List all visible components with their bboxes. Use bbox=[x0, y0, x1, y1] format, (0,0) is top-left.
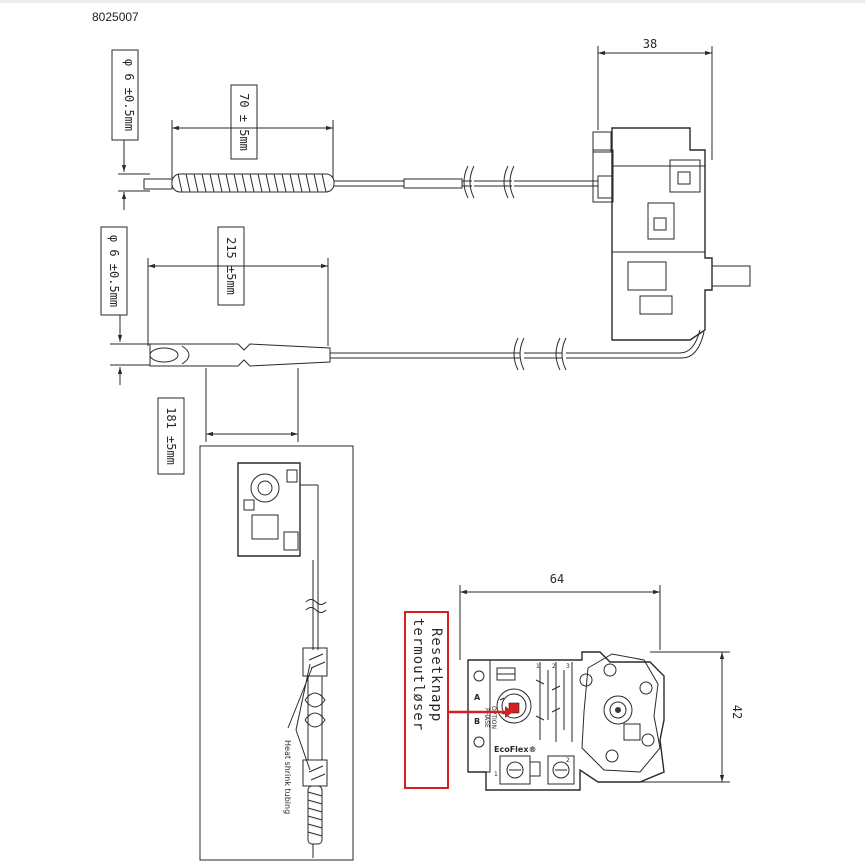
dim-label-probe-diameter: φ 6 ±0.5mm bbox=[107, 235, 121, 307]
svg-text:42: 42 bbox=[730, 705, 744, 719]
inset-label: Heat shrink tubing bbox=[283, 740, 292, 814]
inset-detail: Heat shrink tubing bbox=[199, 445, 354, 861]
svg-text:70 ± 5mm: 70 ± 5mm bbox=[237, 93, 251, 151]
dim-label-height: 42 bbox=[730, 705, 744, 719]
svg-text:φ 6 ±0.5mm: φ 6 ±0.5mm bbox=[107, 235, 121, 307]
svg-text:Heat shrink tubing: Heat shrink tubing bbox=[283, 740, 292, 814]
top-capillary-assembly: φ 6 ±0.5mm 70 ± 5mm bbox=[111, 49, 598, 210]
terminal-2 bbox=[547, 755, 575, 785]
reset-button[interactable] bbox=[508, 702, 520, 714]
dim-label-width: 64 bbox=[550, 572, 564, 586]
thermostat-side-view: 38 bbox=[592, 37, 751, 341]
terminal-2-label: 2 bbox=[566, 757, 570, 764]
dim-label-coil: 70 ± 5mm bbox=[237, 93, 251, 151]
svg-text:Resetknapp: Resetknapp bbox=[428, 628, 444, 722]
callout-line2: termoutløser bbox=[410, 618, 426, 731]
brand-label: EcoFlex® bbox=[494, 745, 537, 754]
dim-box-top-diameter bbox=[111, 49, 139, 141]
svg-text:termoutløser: termoutløser bbox=[410, 618, 426, 731]
label-a: A bbox=[474, 693, 481, 702]
top-border bbox=[0, 0, 865, 3]
svg-text:2: 2 bbox=[552, 663, 556, 670]
terminal-1-label: 1 bbox=[494, 771, 498, 778]
probe-assembly: φ 6 ±0.5mm 215 ±5mm 181 ±5mm bbox=[100, 226, 705, 475]
label-phase: PHASE bbox=[483, 708, 490, 728]
shaft bbox=[711, 265, 751, 287]
coil-spring bbox=[171, 173, 335, 193]
svg-text:3: 3 bbox=[566, 663, 570, 670]
label-b: B bbox=[474, 717, 480, 726]
svg-text:181 ±5mm: 181 ±5mm bbox=[164, 407, 178, 465]
svg-text:1: 1 bbox=[536, 663, 540, 670]
dim-box-probe-offset bbox=[157, 397, 185, 475]
dim-box-coil bbox=[230, 84, 258, 160]
svg-text:φ 6 ±0.5mm: φ 6 ±0.5mm bbox=[122, 59, 136, 131]
dim-label-probe-offset: 181 ±5mm bbox=[164, 407, 178, 465]
dim-box-probe-diameter bbox=[100, 226, 128, 316]
callout-box bbox=[404, 611, 449, 789]
thermostat-front-view: 64 42 A B OPTION PHASE 1 2 3 EcoFlex® bbox=[459, 572, 744, 791]
part-number: 8025007 bbox=[92, 10, 139, 24]
dim-label-top-diameter: φ 6 ±0.5mm bbox=[122, 59, 136, 131]
callout-line1: Resetknapp bbox=[428, 628, 444, 722]
label-option: OPTION bbox=[490, 706, 497, 729]
dim-label-depth: 38 bbox=[643, 37, 657, 51]
reset-callout: Resetknapp termoutløser bbox=[404, 611, 513, 789]
